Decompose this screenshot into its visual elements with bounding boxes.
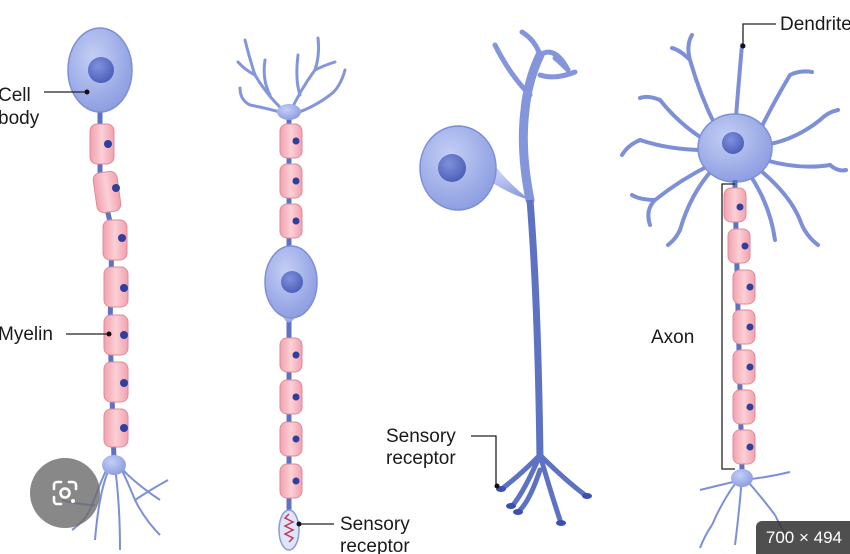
neuron-2-dendrites [236,36,347,117]
neuron-1-nucleus [88,57,114,83]
neuron-4-myelin [723,187,756,465]
svg-text:receptor: receptor [340,536,410,554]
label-sensory-receptor-1: Sensory receptor [386,426,500,489]
label-sensory-receptor-2: Sensory receptor [296,514,410,554]
svg-text:Cell: Cell [0,85,31,106]
svg-text:Myelin: Myelin [0,324,53,345]
svg-text:receptor: receptor [386,448,456,469]
neuron-4-dendrites [620,33,848,247]
neuron-2-sensory-receptor [278,509,300,551]
neuron-2 [236,36,347,551]
svg-text:Dendrite: Dendrite [780,14,850,35]
neuron-3 [419,29,592,526]
google-lens-button[interactable] [30,458,100,528]
neuron-4 [620,33,848,549]
neuron-4-nucleus [722,132,744,154]
neuron-2-nucleus [281,271,303,293]
neuron-1-myelin [89,123,129,448]
neuron-2-myelin-upper [279,123,303,239]
neuron-3-top-branches [492,29,578,98]
label-axon: Axon [651,183,735,470]
svg-text:body: body [0,108,40,129]
neuron-3-receptor-branches [500,452,588,523]
label-dendrite: Dendrite [740,14,850,49]
label-cell-body: Cell body [0,85,90,129]
label-myelin: Myelin [0,324,112,345]
image-size-badge: 700 × 494 [755,521,850,554]
neuron-3-nucleus [438,154,466,182]
svg-text:Axon: Axon [651,327,694,348]
svg-text:Sensory: Sensory [340,514,410,535]
neuron-2-myelin-lower [279,337,303,499]
svg-text:Sensory: Sensory [386,426,456,447]
google-lens-icon [52,480,78,506]
